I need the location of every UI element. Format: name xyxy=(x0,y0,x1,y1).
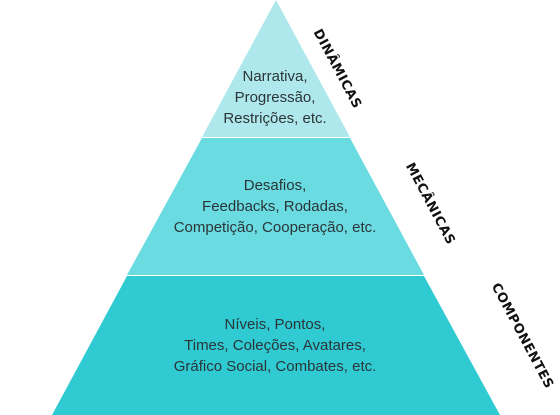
tier-bottom-line-1: Níveis, Pontos, xyxy=(224,316,326,333)
tier-middle-text: Desafios, Feedbacks, Rodadas, Competição… xyxy=(140,175,410,238)
tier-middle-line-1: Desafios, xyxy=(243,177,307,194)
pyramid-tier-bottom xyxy=(52,276,500,415)
tier-top-text: Narrativa, Progressão, Restrições, etc. xyxy=(140,66,410,129)
pyramid-tier-middle xyxy=(127,138,424,275)
tier-middle-line-3: Competição, Cooperação, etc. xyxy=(173,219,377,236)
tier-top-line-1: Narrativa, xyxy=(242,68,308,85)
tier-bottom-line-2: Times, Coleções, Avatares, xyxy=(184,337,366,354)
tier-middle-line-2: Feedbacks, Rodadas, xyxy=(202,198,348,215)
tier-bottom-text: Níveis, Pontos, Times, Coleções, Avatare… xyxy=(140,314,410,377)
pyramid-tier-top xyxy=(202,0,350,137)
tier-top-line-3: Restrições, etc. xyxy=(223,110,327,127)
tier-bottom-line-3: Gráfico Social, Combates, etc. xyxy=(173,358,377,375)
tier-top-line-2: Progressão, xyxy=(234,89,316,106)
